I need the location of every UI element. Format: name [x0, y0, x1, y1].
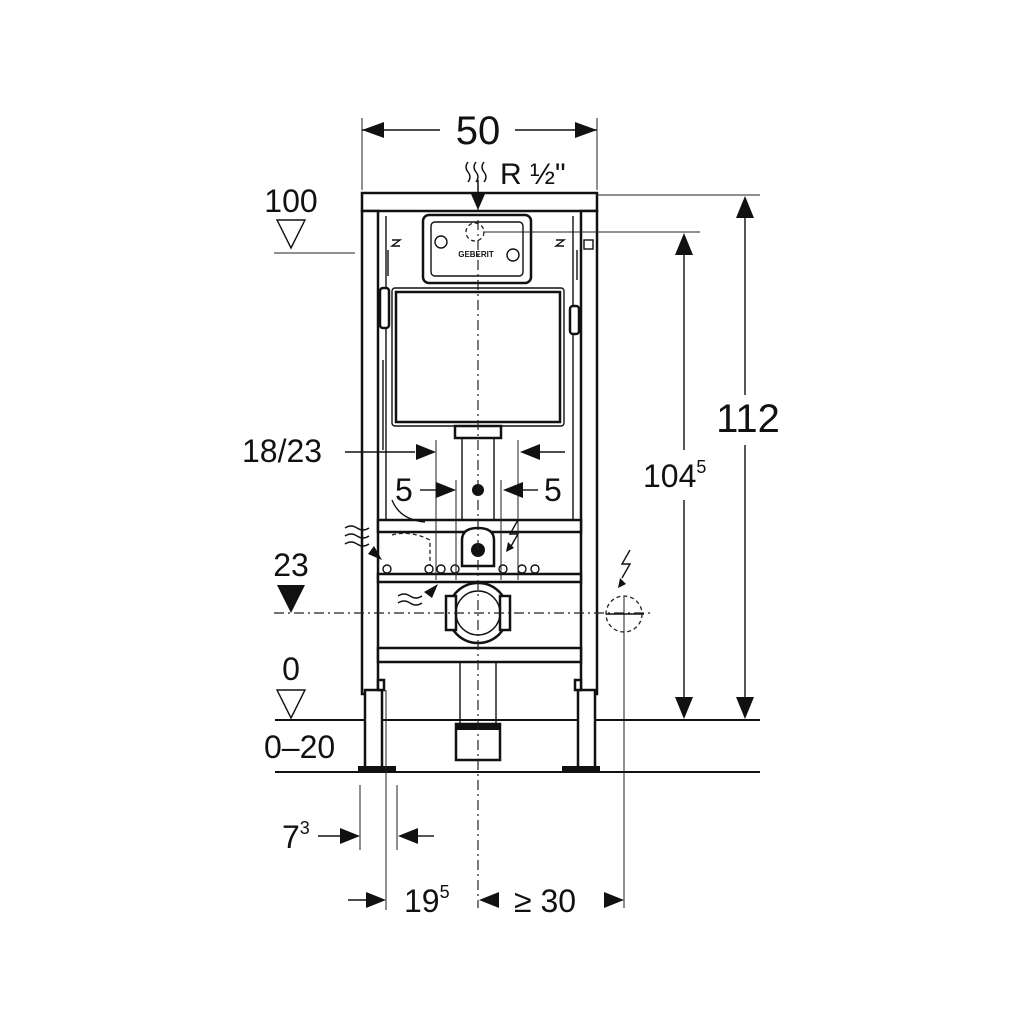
power-lightning-arrow-inner: [506, 542, 514, 552]
level-23-triangle: [277, 585, 305, 613]
label-frame-to-axis: 195: [404, 882, 450, 919]
label-axis-to-power: ≥ 30: [514, 883, 576, 919]
supply-hose: [391, 499, 426, 523]
water-left-arrow-icon: [368, 546, 382, 560]
bolt-3: [436, 564, 446, 574]
bolt-1: [382, 564, 392, 574]
actuator-screw-right: [506, 248, 520, 262]
water-wave-icon-3: [481, 161, 487, 183]
water-wave-low-icon-1: [397, 593, 423, 599]
power-lightning-icon-outer: [620, 549, 632, 579]
water-wave-left-icon-2: [344, 533, 370, 539]
side-clip-left: [378, 286, 391, 330]
frame-rail-mid: [376, 572, 583, 584]
foot-right-plate: [562, 766, 600, 772]
post-square-mark: [583, 239, 594, 250]
frame-feet: [358, 678, 600, 772]
dim-50-arrow-right: [575, 122, 597, 138]
symbols: [344, 161, 632, 606]
actuator-frame-inner: [430, 221, 524, 277]
bolt-7: [530, 564, 540, 574]
label-floor-range: 0–20: [264, 729, 335, 765]
foot-right-tube: [576, 688, 597, 770]
dim-104-arrow-top: [675, 233, 693, 255]
dim-104-arrow-bottom: [675, 697, 693, 719]
label-height-total: 112: [716, 397, 780, 441]
cistern: [391, 287, 565, 521]
water-wave-icon-1: [465, 161, 471, 183]
water-wave-low-icon-2: [397, 600, 423, 606]
dim-112-arrow-top: [736, 196, 754, 218]
label-height-actuation: 1045: [643, 457, 706, 494]
water-wave-left-icon-3: [344, 541, 370, 547]
frame-rail-lower: [376, 646, 583, 664]
dimension-arrows: [275, 122, 754, 908]
bolt-4: [450, 564, 460, 574]
foot-left-plate: [358, 766, 396, 772]
label-supply-connection: R ½": [500, 158, 566, 191]
actuator-screw-left: [434, 235, 448, 249]
label-offset-right: 5: [544, 472, 562, 508]
dim-73-arrow-right: [398, 828, 418, 844]
foot-left-clamp: [376, 678, 386, 692]
power-lightning-arrow-outer: [618, 578, 626, 588]
dim-50-arrow-left: [362, 122, 384, 138]
label-level-floor: 0: [282, 651, 300, 687]
label-waste-spacing: 18/23: [242, 433, 322, 469]
geberit-logo-text: GEBERIT: [458, 250, 494, 259]
axis-lines: [274, 118, 760, 910]
dim-1823-arrow-right: [520, 444, 540, 460]
water-wave-icon-2: [473, 161, 479, 183]
water-wave-left-icon-1: [344, 525, 370, 531]
dim-5r-arrow: [503, 482, 523, 498]
actuator-plate: GEBERIT: [421, 213, 533, 285]
dim-195-arrow-left: [366, 892, 386, 908]
dim-112-arrow-bottom: [736, 697, 754, 719]
water-low-arrow-icon: [424, 584, 438, 598]
frame-right-post: [579, 209, 599, 696]
labels: 50 R ½" 100 112 1045 18/23 5 5 23 0 0–20…: [242, 109, 780, 919]
bolt-2: [424, 564, 434, 574]
label-width-total: 50: [456, 109, 501, 153]
dim-73-arrow-left: [340, 828, 360, 844]
level-100-triangle: [275, 219, 307, 250]
power-lightning-icon-inner: [508, 519, 520, 549]
dim-1823-arrow-left: [416, 444, 436, 460]
dim-30-arrow-right: [604, 892, 624, 908]
supply-arrow-head: [471, 194, 485, 210]
label-level-waste: 23: [273, 547, 309, 583]
label-foot-offset: 73: [282, 818, 310, 855]
level-0-triangle: [275, 689, 307, 720]
dim-195-arrow-right: [479, 892, 499, 908]
level-mark-right: [553, 239, 567, 247]
floor-lines: [275, 719, 760, 773]
side-clip-right: [568, 304, 581, 336]
label-level-top: 100: [264, 183, 317, 219]
bolt-6: [517, 564, 527, 574]
foot-right-clamp: [573, 678, 583, 692]
label-offset-left: 5: [395, 472, 413, 508]
foot-left-tube: [363, 688, 384, 770]
level-mark-left: [389, 239, 403, 247]
bolt-5: [498, 564, 508, 574]
dim-5l-arrow: [436, 482, 456, 498]
hidden-supply-pipe: [391, 532, 431, 565]
